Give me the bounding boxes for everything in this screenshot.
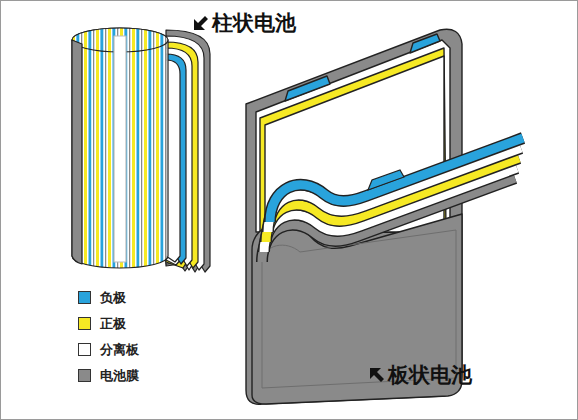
legend-swatch [78, 317, 91, 330]
legend-text: 电池膜 [100, 368, 139, 384]
pointer-arrow [194, 16, 208, 30]
legend-text: 正极 [100, 316, 126, 332]
legend-swatch [78, 291, 91, 304]
part-label: 柱状电池 [212, 11, 296, 36]
peeled-layers [262, 138, 523, 262]
legend-text: 分离板 [100, 342, 139, 358]
cylinder-cell [72, 28, 210, 272]
pointer-arrow [370, 368, 384, 382]
legend-swatch [78, 369, 91, 382]
legend-swatch [78, 343, 91, 356]
legend-text: 负极 [100, 290, 126, 306]
part-label: 板状电池 [388, 363, 472, 388]
